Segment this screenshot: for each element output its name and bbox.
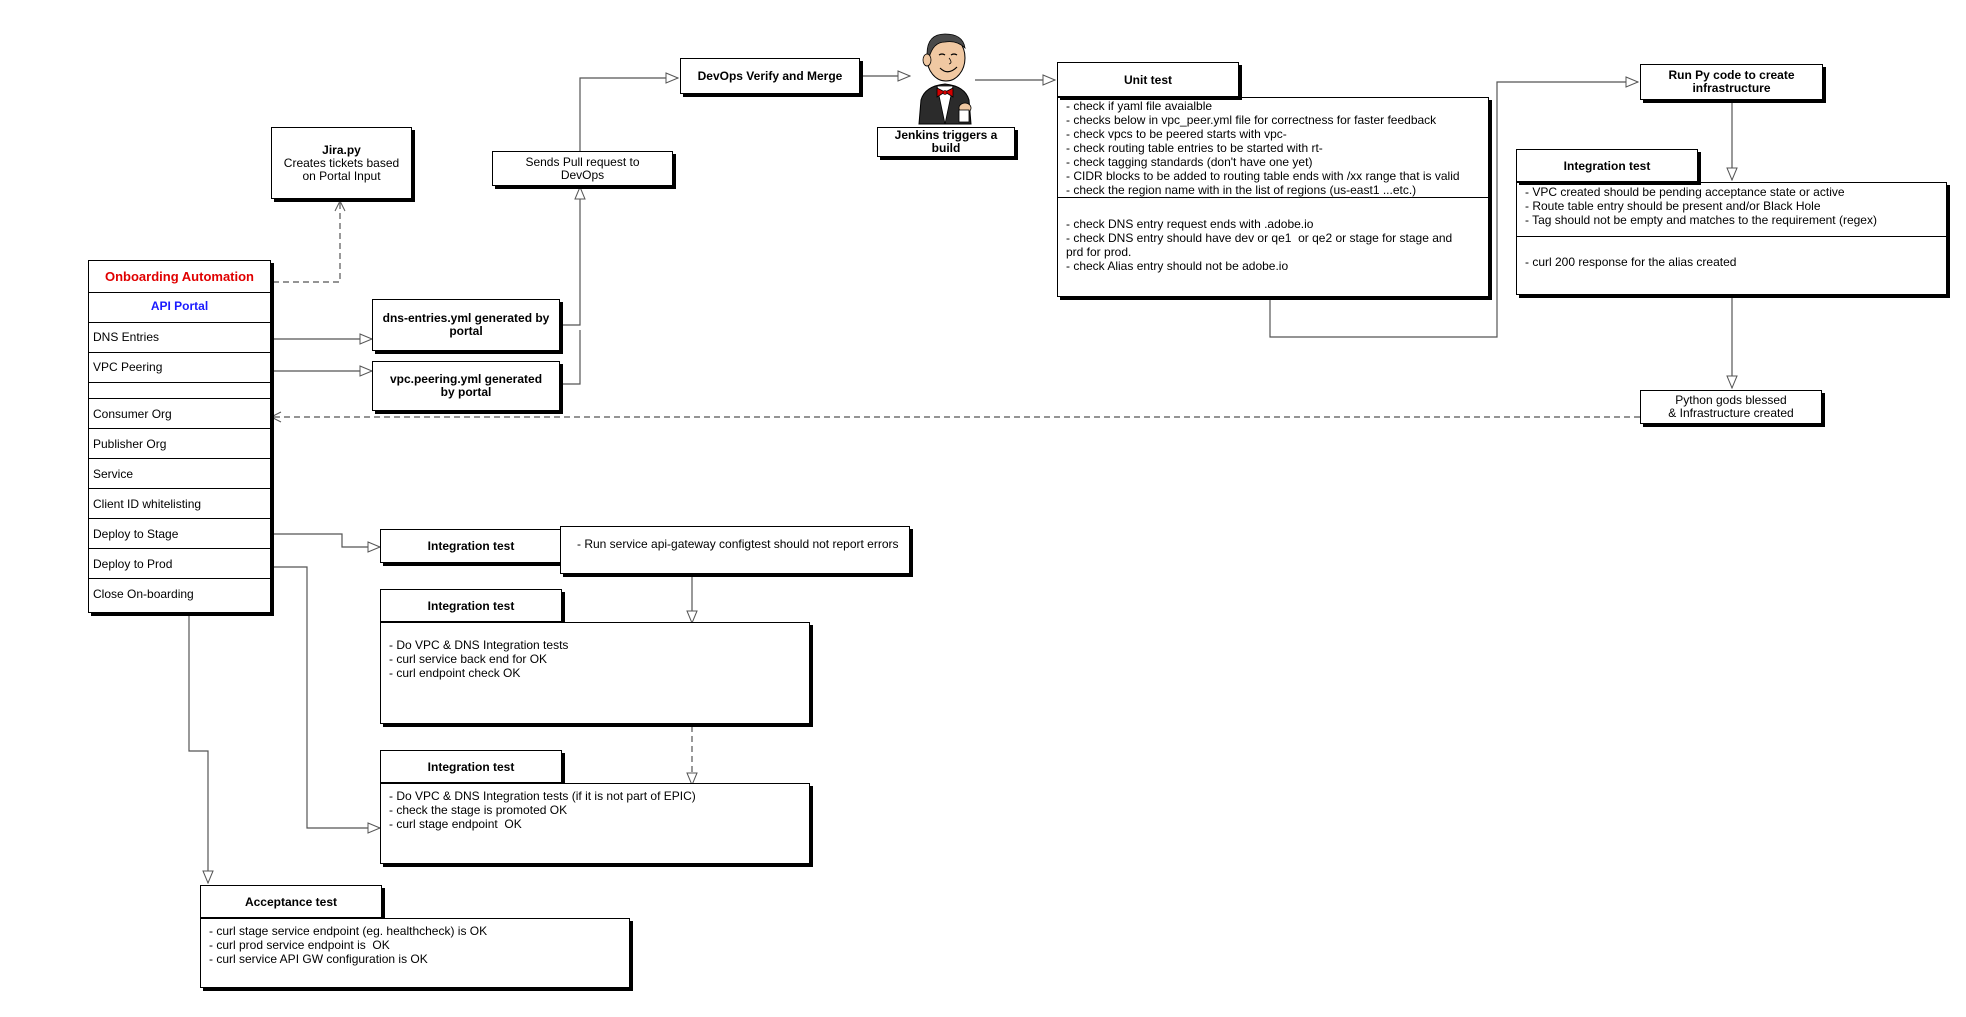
acceptance-box: - curl stage service endpoint (eg. healt… xyxy=(200,918,630,988)
edge-yml-pull xyxy=(560,187,580,326)
integration-stage-title-text: Integration test xyxy=(427,539,515,553)
edge-onboarding-acceptance xyxy=(188,615,208,883)
list-item-label: Deploy to Prod xyxy=(93,557,173,571)
check-line: - check the stage is promoted OK xyxy=(389,803,568,817)
jira-body: Creates tickets based on Portal Input xyxy=(283,156,400,183)
api-portal-label: API Portal xyxy=(150,299,209,313)
devops-label: DevOps Verify and Merge xyxy=(697,68,843,83)
check-line: - check if yaml file avaialble xyxy=(1066,99,1213,113)
check-line: - Route table entry should be present an… xyxy=(1525,199,1821,213)
run-py-label: Run Py code to create infrastructure xyxy=(1668,68,1795,95)
acceptance-title-text: Acceptance test xyxy=(244,894,338,909)
check-line: - check the region name with in the list… xyxy=(1066,183,1417,197)
integration-stage-note: - Run service api-gateway configtest sho… xyxy=(560,526,910,574)
jenkins-box: Jenkins triggers a build xyxy=(877,127,1015,157)
check-line: - Tag should not be empty and matches to… xyxy=(1525,213,1877,227)
list-item-publisher-org[interactable]: Publisher Org xyxy=(89,428,270,458)
list-item-client-id[interactable]: Client ID whitelisting xyxy=(89,488,270,518)
jenkins-icon xyxy=(918,33,972,125)
check-line: - curl 200 response for the alias create… xyxy=(1525,255,1737,269)
check-line: - curl endpoint check OK xyxy=(389,666,521,680)
dns-yml-box: dns-entries.yml generated by portal xyxy=(372,299,560,351)
onboarding-panel: Onboarding Automation API Portal DNS Ent… xyxy=(88,260,271,613)
list-item-label: Close On-boarding xyxy=(93,587,194,601)
onboarding-title: Onboarding Automation xyxy=(105,269,254,284)
unit-test-checks: - check if yaml file avaialble - checks … xyxy=(1058,98,1488,197)
list-item-label: VPC Peering xyxy=(93,360,163,374)
integration-infra-checks: - VPC created should be pending acceptan… xyxy=(1517,183,1946,236)
list-item-service[interactable]: Service xyxy=(89,458,270,488)
check-line: - check tagging standards (don't have on… xyxy=(1066,155,1313,169)
list-item-label: Client ID whitelisting xyxy=(93,497,202,511)
list-item-consumer-org[interactable]: Consumer Org xyxy=(89,398,270,428)
list-item-label: Publisher Org xyxy=(93,437,167,451)
edge-prod-integration xyxy=(271,566,380,828)
integration-prod-title-text: Integration test xyxy=(427,759,515,774)
unit-test-title-text: Unit test xyxy=(1124,72,1172,87)
check-line: - check routing table entries to be star… xyxy=(1066,141,1323,155)
integration-prod-title: Integration test xyxy=(380,750,562,783)
python-gods-label: Python gods blessed & Infrastructure cre… xyxy=(1668,393,1794,420)
list-item-close-onboarding[interactable]: Close On-boarding xyxy=(89,578,270,614)
integration-prod-box: - Do VPC & DNS Integration tests (if it … xyxy=(380,783,810,864)
edge-unit-runpy xyxy=(1269,82,1638,338)
check-line: - Do VPC & DNS Integration tests xyxy=(389,638,569,652)
pull-request-box: Sends Pull request to DevOps xyxy=(492,151,673,186)
integration-infra-curl: - curl 200 response for the alias create… xyxy=(1517,236,1946,296)
jenkins-label: Jenkins triggers a build xyxy=(894,128,998,155)
check-line: - curl service API GW configuration is O… xyxy=(209,952,428,966)
list-item-label: Deploy to Stage xyxy=(93,527,179,541)
list-item-deploy-prod[interactable]: Deploy to Prod xyxy=(89,548,270,578)
check-line: prd for prod. xyxy=(1066,245,1132,259)
list-item-label: Service xyxy=(93,467,134,481)
check-line: - curl prod service endpoint is OK xyxy=(209,938,390,952)
list-item-deploy-stage[interactable]: Deploy to Stage xyxy=(89,518,270,548)
dns-yml-label: dns-entries.yml generated by portal xyxy=(382,311,550,338)
unit-test-dns-checks: - check DNS entry request ends with .ado… xyxy=(1058,197,1488,298)
edge-stage-integration xyxy=(271,533,380,547)
devops-box: DevOps Verify and Merge xyxy=(680,58,860,94)
check-line: - check Alias entry should not be adobe.… xyxy=(1066,259,1289,273)
run-py-box: Run Py code to create infrastructure xyxy=(1640,64,1823,100)
check-line: - curl service back end for OK xyxy=(389,652,548,666)
integration-vpc-box: - Do VPC & DNS Integration tests - curl … xyxy=(380,622,810,724)
unit-test-box: - check if yaml file avaialble - checks … xyxy=(1057,97,1489,297)
check-line: - VPC created should be pending acceptan… xyxy=(1525,185,1845,199)
integration-stage-title: Integration test xyxy=(380,529,562,563)
vpc-yml-label: vpc.peering.yml generated by portal xyxy=(389,372,543,399)
check-line: - Do VPC & DNS Integration tests (if it … xyxy=(389,789,696,803)
acceptance-title: Acceptance test xyxy=(200,885,382,918)
integration-stage-note-text: - Run service api-gateway configtest sho… xyxy=(577,537,899,551)
python-gods-box: Python gods blessed & Infrastructure cre… xyxy=(1640,390,1822,424)
pull-request-label: Sends Pull request to DevOps xyxy=(525,154,640,182)
edge-pull-devops xyxy=(579,78,678,151)
list-item-label: DNS Entries xyxy=(93,330,160,344)
list-item-vpc-peering[interactable]: VPC Peering xyxy=(89,352,270,382)
integration-vpc-title: Integration test xyxy=(380,589,562,622)
vpc-yml-box: vpc.peering.yml generated by portal xyxy=(372,361,560,411)
check-line: - check DNS entry request ends with .ado… xyxy=(1066,217,1314,231)
unit-test-title: Unit test xyxy=(1057,62,1239,97)
check-line: - check DNS entry should have dev or qe1… xyxy=(1066,231,1453,245)
integration-infra-box: - VPC created should be pending acceptan… xyxy=(1516,182,1947,295)
jira-box: Jira.py Creates tickets based on Portal … xyxy=(271,127,412,199)
integration-infra-title-text: Integration test xyxy=(1563,158,1651,173)
check-line: - curl stage endpoint OK xyxy=(389,817,522,831)
check-line: - CIDR blocks to be added to routing tab… xyxy=(1066,169,1460,183)
list-item-empty[interactable] xyxy=(89,382,270,398)
api-portal-row[interactable]: API Portal xyxy=(89,292,270,322)
edge-onboarding-jira xyxy=(273,201,340,283)
check-line: - curl stage service endpoint (eg. healt… xyxy=(209,924,488,938)
check-line: - checks below in vpc_peer.yml file for … xyxy=(1066,113,1437,127)
list-item-dns-entries[interactable]: DNS Entries xyxy=(89,322,270,352)
integration-infra-title: Integration test xyxy=(1516,149,1698,182)
integration-vpc-title-text: Integration test xyxy=(427,598,515,613)
list-item-label: Consumer Org xyxy=(93,407,172,421)
check-line: - check vpcs to be peered starts with vp… xyxy=(1066,127,1287,141)
jira-title: Jira.py xyxy=(322,143,361,157)
